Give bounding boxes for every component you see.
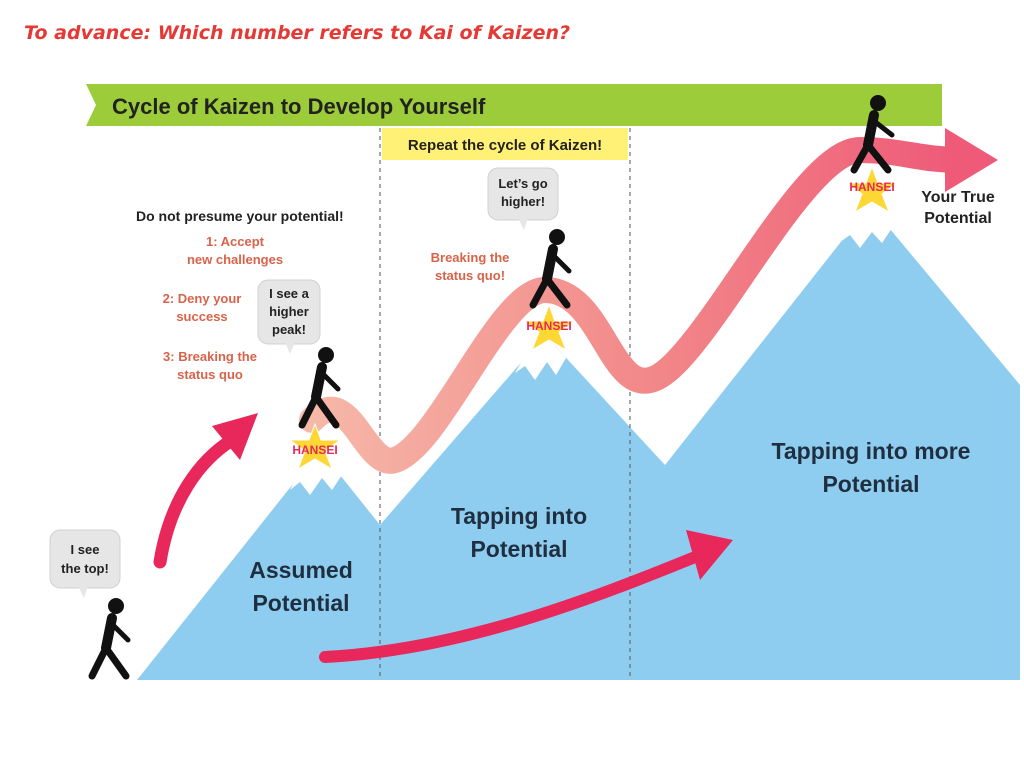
mountain1-label-line1: Assumed xyxy=(249,557,353,583)
bubble-peak1-line3: peak! xyxy=(272,322,306,337)
bubble-start-line1: I see xyxy=(71,542,100,557)
bubble-start-line2: the top! xyxy=(61,561,109,576)
mountain3-label-line1: Tapping into more xyxy=(772,438,971,464)
bubble-peak1-line1: I see a xyxy=(269,286,310,301)
breaking-status-quo-line2: status quo! xyxy=(435,268,505,283)
hansei-star-3 xyxy=(845,165,899,214)
left-heading: Do not presume your potential! xyxy=(136,208,344,224)
kaizen-wave xyxy=(299,136,973,474)
bubble-peak1-line2: higher xyxy=(269,304,309,319)
repeat-title: Repeat the cycle of Kaizen! xyxy=(408,137,602,154)
bottom-arrow-head xyxy=(686,530,733,580)
step-3-line2: status quo xyxy=(177,367,243,382)
step-2-line1: 2: Deny your xyxy=(163,291,242,306)
bubble-peak2-line1: Let’s go xyxy=(498,176,547,191)
walker-icon-peak2 xyxy=(529,229,572,309)
hansei-label-3: HANSEI xyxy=(849,180,894,194)
repeat-box xyxy=(382,128,628,160)
breaking-status-quo-line1: Breaking the xyxy=(431,250,510,265)
bubble-peak2-line2: higher! xyxy=(501,194,545,209)
walker-icon-start xyxy=(88,598,131,680)
step-2-line2: success xyxy=(176,309,227,324)
step-3-line1: 3: Breaking the xyxy=(163,349,257,364)
rising-arrow-left xyxy=(153,433,239,569)
true-potential-line1: Your True xyxy=(921,189,995,206)
mountain2-label-line1: Tapping into xyxy=(451,503,587,529)
walker-icon-peak3 xyxy=(850,95,895,174)
speech-bubble-start: I see the top! xyxy=(49,529,121,598)
question-prompt: To advance: Which number refers to Kai o… xyxy=(24,22,571,44)
true-potential-line2: Potential xyxy=(924,210,992,227)
banner-title: Cycle of Kaizen to Develop Yourself xyxy=(112,94,486,119)
rising-arrow-left-head xyxy=(212,413,258,460)
walker-icon-peak1 xyxy=(298,347,341,429)
snow-cap-3 xyxy=(840,205,892,248)
banner xyxy=(86,84,942,126)
hansei-star-2 xyxy=(522,303,576,352)
speech-bubble-peak2: Let’s go higher! xyxy=(487,167,559,230)
snow-cap-2 xyxy=(515,335,566,380)
hansei-star-1 xyxy=(288,422,342,471)
hansei-label-2: HANSEI xyxy=(526,319,571,333)
hansei-label-1: HANSEI xyxy=(292,443,337,457)
bottom-arrow xyxy=(319,549,706,663)
step-1-line1: 1: Accept xyxy=(206,234,265,249)
mountain1-label-line2: Potential xyxy=(252,590,349,616)
mountain2-label-line2: Potential xyxy=(470,536,567,562)
wave-arrowhead xyxy=(945,128,998,192)
mountain3-label-line2: Potential xyxy=(822,471,919,497)
mountain-tapping-more xyxy=(630,205,1020,680)
speech-bubble-peak1: I see a higher peak! xyxy=(257,279,321,354)
mountain-assumed xyxy=(137,450,380,680)
step-1-line2: new challenges xyxy=(187,252,283,267)
